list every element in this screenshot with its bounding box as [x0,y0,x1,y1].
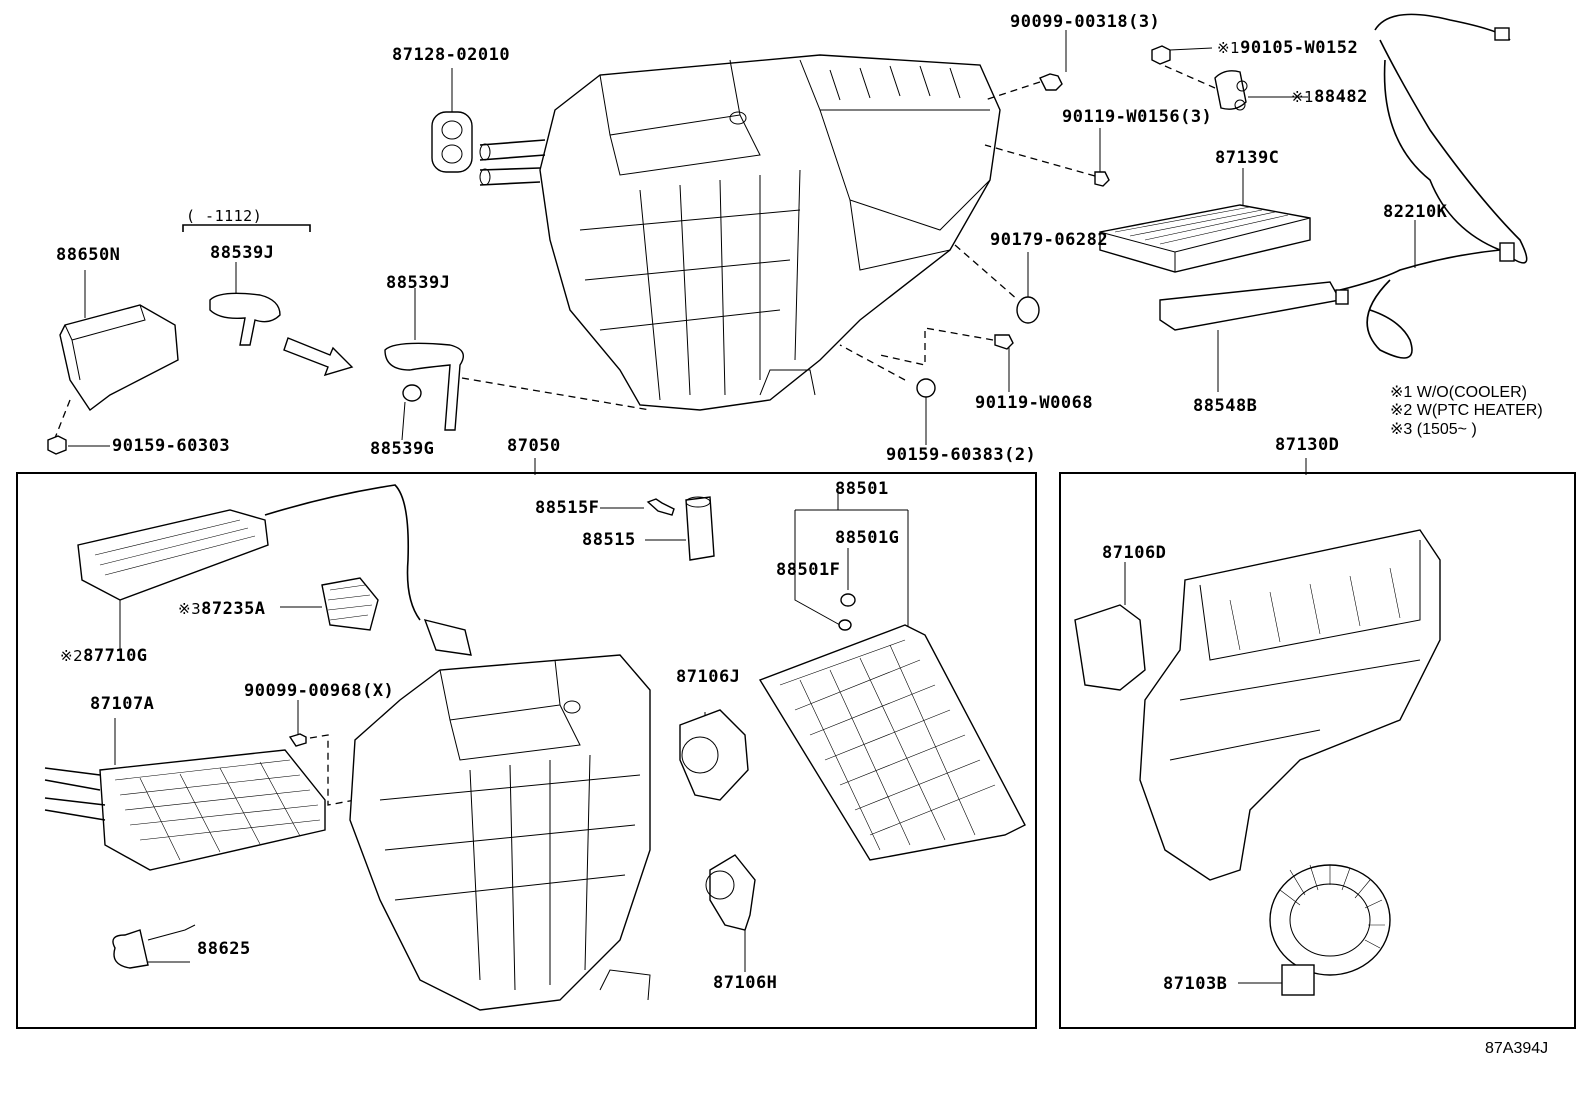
part-label-87106J[interactable]: 87106J [676,667,741,687]
date-range-bracket-label: ( -1112) [186,207,263,225]
filter-drawings [1099,168,1342,392]
hvac-case-drawing-left-box [288,654,651,1011]
blower-case-drawing [1074,529,1441,881]
notes-legend: ※1 W/O(COOLER) ※2 W(PTC HEATER) ※3 (1505… [1390,384,1543,439]
control-module-drawing [47,270,179,455]
grommet-drawing [431,68,473,173]
part-label-88539J-old[interactable]: 88539J [210,243,275,263]
sensor-88625-drawing [112,924,196,969]
part-label-88482[interactable]: ※188482 [1291,89,1368,106]
part-label-87103B[interactable]: 87103B [1163,974,1228,994]
part-label-87106H[interactable]: 87106H [713,973,778,993]
part-label-88515F[interactable]: 88515F [535,498,600,518]
heater-core-drawing [44,718,326,871]
part-number: 88482 [1314,87,1368,107]
part-label-88501G[interactable]: 88501G [835,528,900,548]
part-label-88515[interactable]: 88515 [582,530,636,550]
hose-drawings [182,224,651,441]
part-number: 90105-W0152 [1240,38,1359,58]
part-label-87710G[interactable]: ※287710G [60,648,148,665]
part-label-87050[interactable]: 87050 [507,436,561,456]
group-frame-87050 [16,472,1037,1029]
screw-drawings-right [839,244,1040,445]
part-label-87139C[interactable]: 87139C [1215,148,1280,168]
part-label-87128-02010[interactable]: 87128-02010 [392,45,511,65]
part-label-87106D[interactable]: 87106D [1102,543,1167,563]
note-1: ※1 W/O(COOLER) [1390,384,1527,401]
note-mark-1: ※1 [1291,88,1315,106]
ptc-heater-drawing [77,484,472,656]
group-frame-87130D [1059,472,1576,1029]
part-label-90119-W0156[interactable]: 90119-W0156(3) [1062,107,1213,127]
part-label-82210K[interactable]: 82210K [1383,202,1448,222]
wire-harness-drawing [1335,13,1528,359]
part-label-87130D[interactable]: 87130D [1275,435,1340,455]
note-mark-3: ※3 [178,600,202,618]
part-label-90099-00318[interactable]: 90099-00318(3) [1010,12,1161,32]
part-label-90105-W0152[interactable]: ※190105-W0152 [1217,40,1358,57]
cover-87235a-drawing [280,577,379,631]
part-label-88650N[interactable]: 88650N [56,245,121,265]
part-label-88501F[interactable]: 88501F [776,560,841,580]
part-label-88501[interactable]: 88501 [835,479,889,499]
part-label-88539G[interactable]: 88539G [370,439,435,459]
blower-motor-drawing [1238,864,1391,996]
illustration-code: 87A394J [1485,1040,1549,1057]
evaporator-drawing [758,488,1026,861]
part-label-87107A[interactable]: 87107A [90,694,155,714]
hvac-unit-assembly-drawing [479,54,1001,411]
note-mark-2: ※2 [60,647,84,665]
part-label-88539J[interactable]: 88539J [386,273,451,293]
bolt-drawings-top [984,30,1308,187]
part-label-90159-60303[interactable]: 90159-60303 [112,436,231,456]
part-label-90119-W0068[interactable]: 90119-W0068 [975,393,1094,413]
note-mark-1: ※1 [1217,39,1241,57]
note-2: ※2 W(PTC HEATER) [1390,402,1543,420]
note-3: ※3 (1505~ ) [1390,420,1477,438]
part-number: 87710G [83,646,148,666]
expansion-valve-drawing [600,496,715,561]
part-label-87235A[interactable]: ※387235A [178,601,266,618]
part-number: 87235A [201,599,266,619]
part-label-90159-60383[interactable]: 90159-60383(2) [886,445,1037,465]
part-label-88548B[interactable]: 88548B [1193,396,1258,416]
part-label-88625[interactable]: 88625 [197,939,251,959]
part-label-90099-00968[interactable]: 90099-00968(X) [244,681,395,701]
part-label-90179-06282[interactable]: 90179-06282 [990,230,1109,250]
servo-motor-drawings [679,709,756,972]
